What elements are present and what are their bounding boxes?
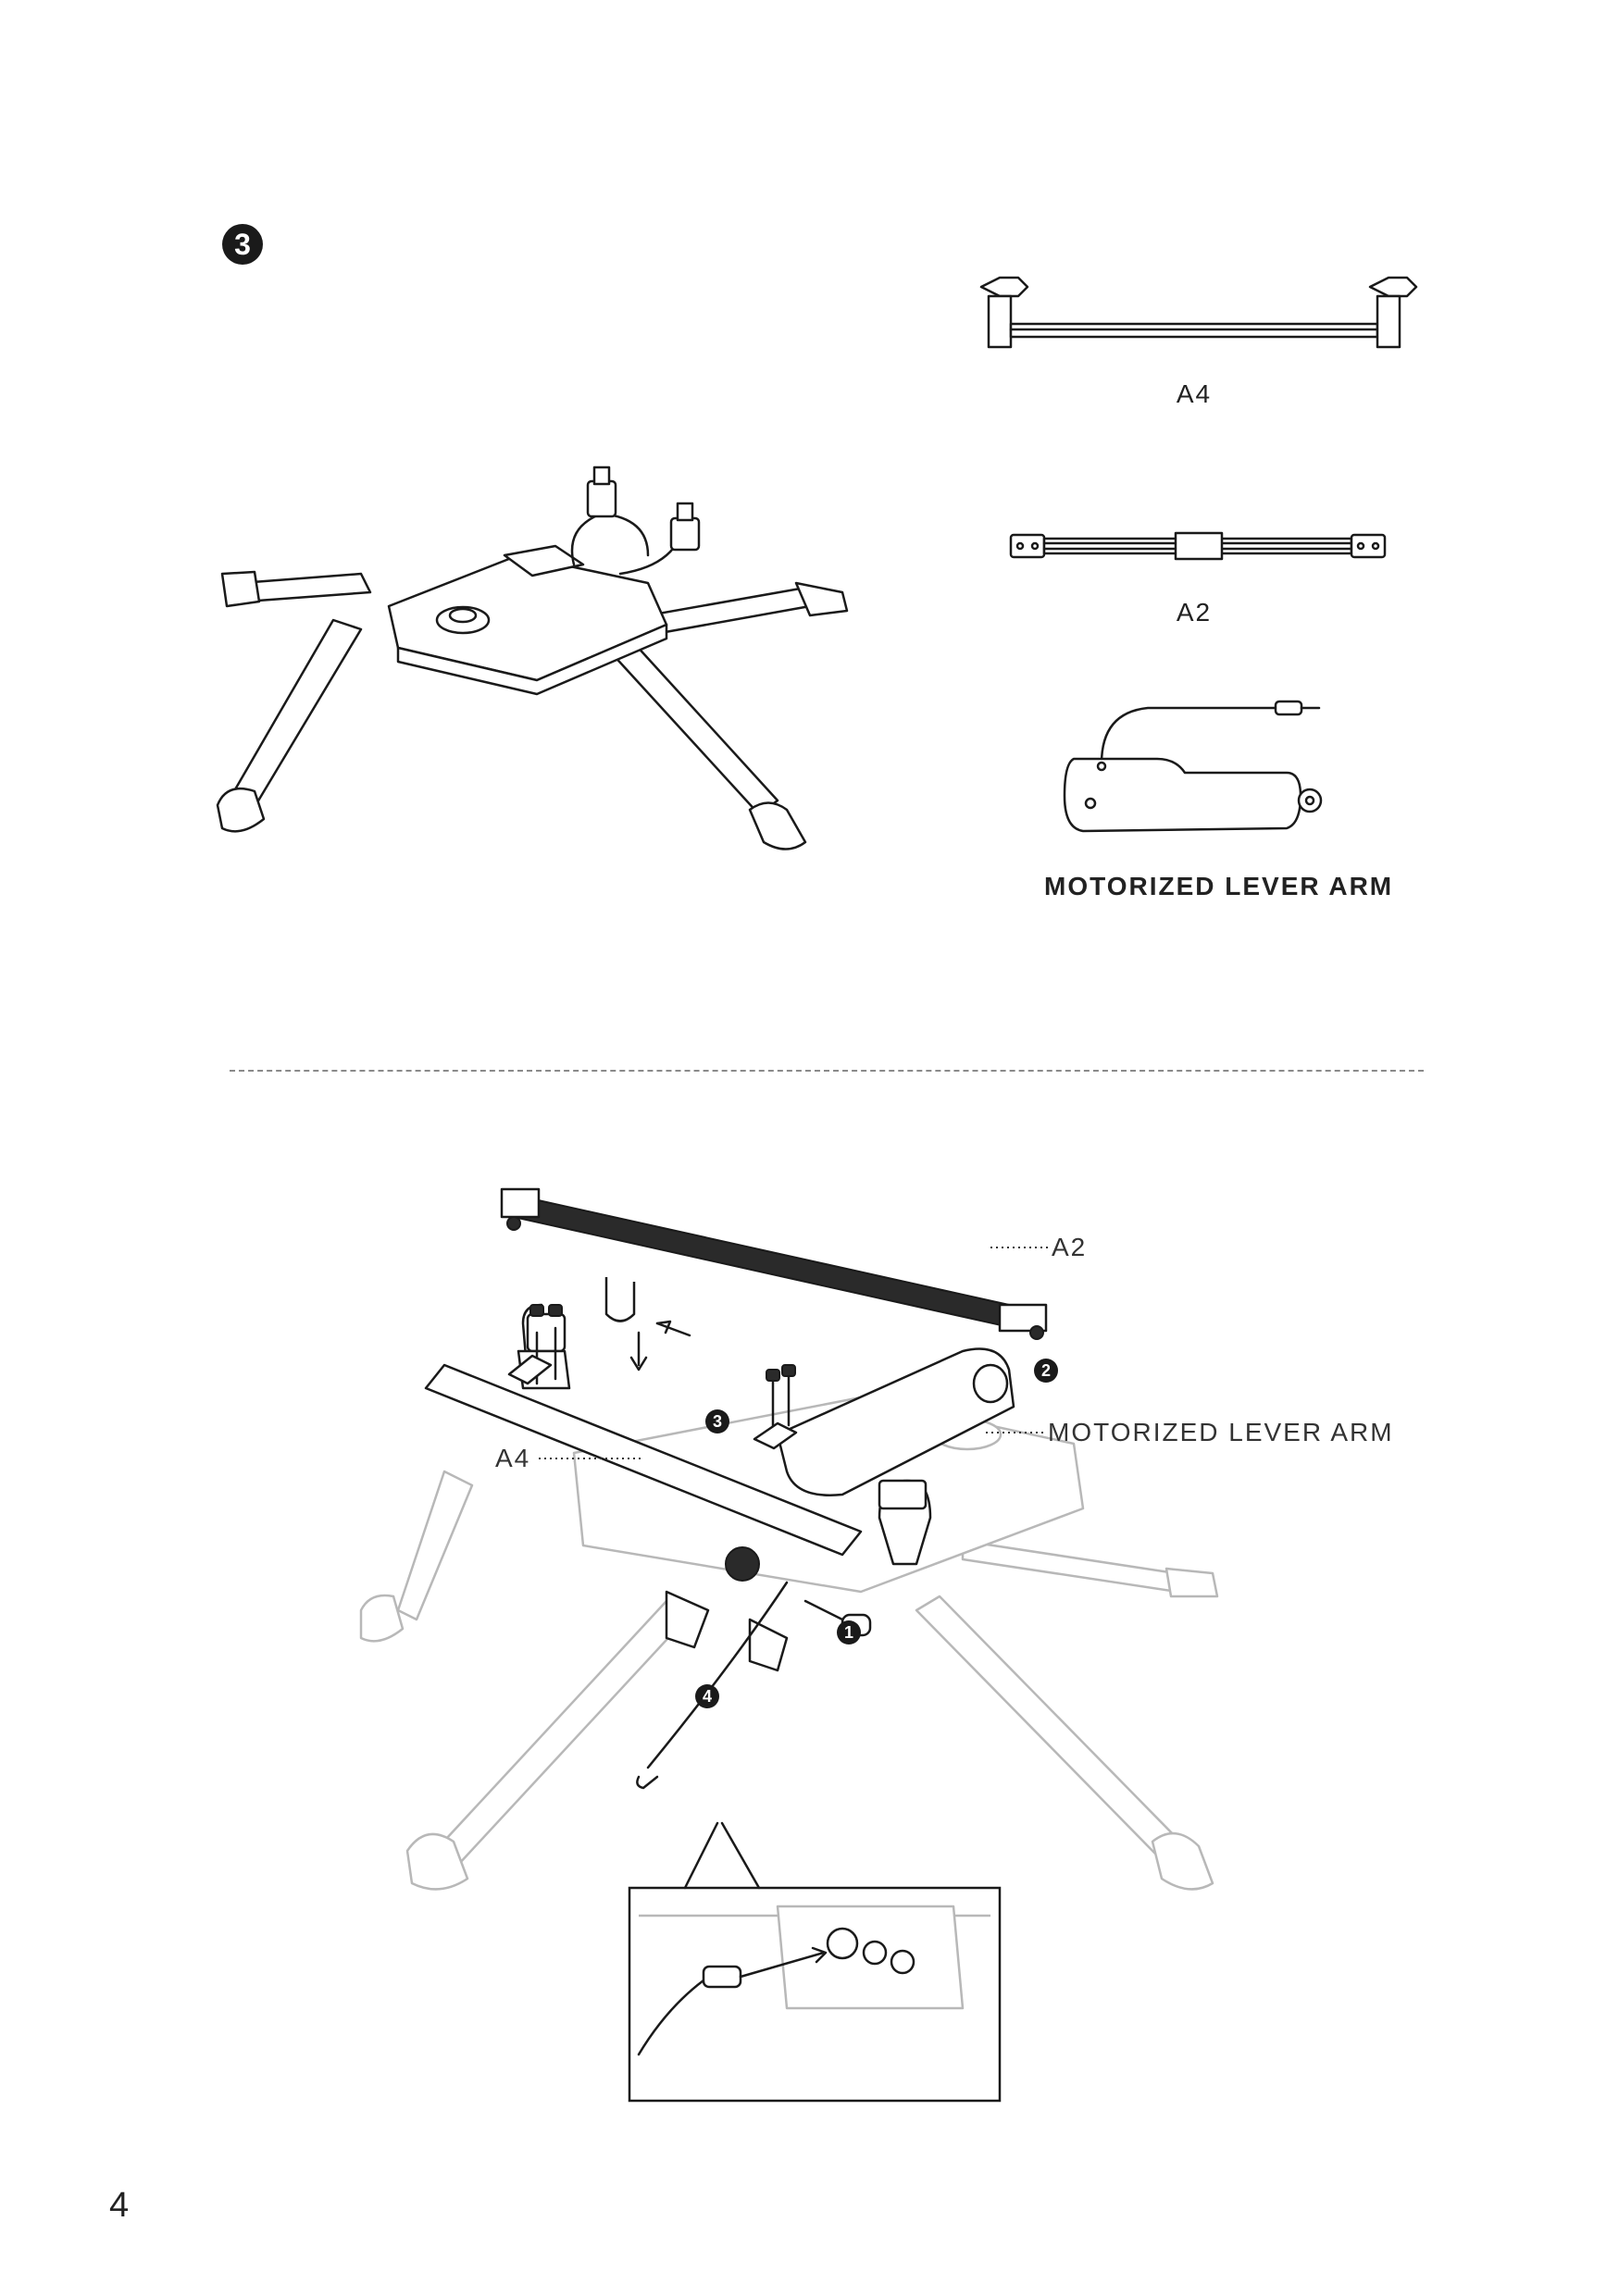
part-a2-label: A2 <box>1176 598 1213 627</box>
callout-a4: A4 <box>495 1444 531 1472</box>
part-a4-illustration <box>979 276 1418 349</box>
step-number-badge: 3 <box>222 224 263 265</box>
exploded-assembly-illustration <box>359 1187 1219 2103</box>
callout-motorized-lever-arm: MOTORIZED LEVER ARM <box>1048 1418 1394 1446</box>
motorized-lever-arm-label: MOTORIZED LEVER ARM <box>1044 872 1394 900</box>
part-a2-illustration <box>1009 531 1387 561</box>
motorized-lever-arm-illustration <box>1063 700 1323 833</box>
page-number: 4 <box>109 2186 130 2225</box>
part-a4-label: A4 <box>1176 379 1213 408</box>
substep-2-badge: 2 <box>1034 1359 1058 1383</box>
section-divider <box>230 1070 1424 1072</box>
substep-3-badge: 3 <box>705 1409 729 1433</box>
substep-4-badge: 4 <box>695 1684 719 1708</box>
substep-1-badge: 1 <box>837 1620 861 1644</box>
base-assembly-illustration <box>216 465 849 850</box>
callout-a2: A2 <box>1052 1233 1088 1261</box>
